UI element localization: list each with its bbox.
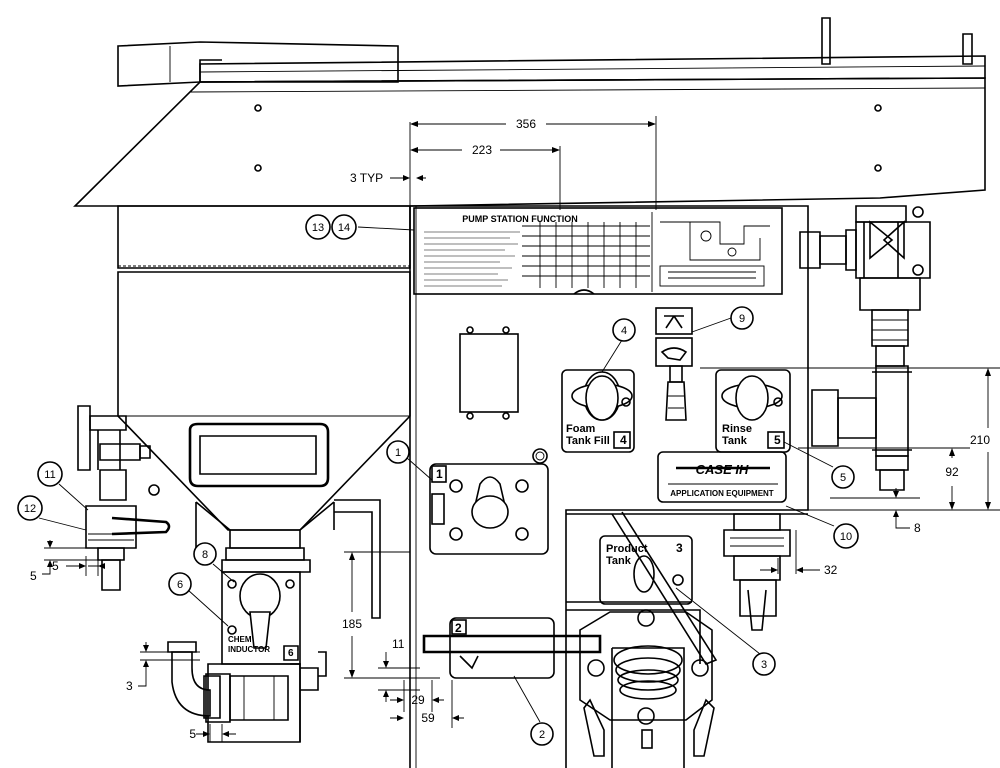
rinse-number: 5: [774, 433, 781, 447]
product-outlet: [579, 609, 715, 768]
left-valve-assembly: [77, 405, 171, 591]
callout-3: 3: [752, 652, 776, 676]
rinse-label-2: Tank: [722, 435, 748, 447]
dimension-lines: [42, 116, 1000, 742]
product-number: 3: [676, 541, 683, 555]
dim-32: 32: [824, 563, 838, 577]
dim-5-left-horiz: 5: [52, 559, 59, 573]
foam-label-1: Foam: [566, 423, 596, 435]
inductor-number: 6: [288, 648, 294, 659]
callout-4: 4: [612, 318, 636, 342]
dim-11: 11: [392, 637, 405, 651]
dim-5-bottom: 5: [189, 727, 196, 741]
dim-29: 29: [411, 693, 425, 707]
callout-9: 9: [730, 306, 754, 330]
svg-text:13: 13: [312, 222, 324, 234]
callout-14: 14: [331, 214, 357, 240]
callout-5: 5: [831, 465, 855, 489]
case-ih-decal: [657, 451, 787, 503]
pump-station-title: PUMP STATION FUNCTION: [462, 214, 578, 224]
dim-210: 210: [970, 433, 990, 447]
svg-text:12: 12: [24, 503, 36, 515]
chem-inductor: [167, 571, 327, 743]
callout-12: 12: [17, 495, 43, 521]
dim-223: 223: [472, 143, 492, 157]
dim-3-left: 3: [126, 679, 133, 693]
callout-10: 10: [833, 523, 859, 549]
foam-label-2: Tank Fill: [566, 435, 610, 447]
chemical-hopper: [117, 271, 411, 619]
callout-leaders: [38, 226, 835, 723]
svg-text:2: 2: [539, 729, 545, 741]
rinse-label-1: Rinse: [722, 423, 752, 435]
application-equipment-label: APPLICATION EQUIPMENT: [670, 489, 774, 498]
callout-11: 11: [37, 461, 63, 487]
warning-decal: [655, 307, 693, 421]
right-plumbing: [723, 205, 931, 631]
svg-text:9: 9: [739, 313, 745, 325]
pump-station-panel: [409, 205, 809, 768]
valve-1-number: 1: [436, 467, 443, 481]
inductor-label-2: INDUCTOR: [228, 645, 270, 654]
valve-1: [429, 463, 549, 555]
dim-92: 92: [945, 465, 959, 479]
callout-6: 6: [168, 572, 192, 596]
callout-1: 1: [386, 440, 410, 464]
svg-text:1: 1: [395, 447, 401, 459]
decal-labels: PUMP STATION FUNCTION Foam Tank Fill 4 R…: [228, 214, 781, 659]
case-ih-logo: CASE IH: [696, 462, 749, 477]
svg-text:8: 8: [202, 549, 208, 561]
callouts: 13 14 1 2 3 4 5 6 8 9 10 11 12: [17, 214, 859, 746]
dim-356: 356: [516, 117, 536, 131]
dim-5-left: 5: [30, 569, 37, 583]
valve-4-foam-tank-fill: [561, 369, 635, 453]
valve-2-number: 2: [455, 621, 462, 635]
svg-text:5: 5: [840, 472, 846, 484]
svg-text:4: 4: [621, 325, 627, 337]
dim-3-typ: 3 TYP: [350, 171, 383, 185]
svg-text:11: 11: [44, 469, 55, 481]
svg-text:10: 10: [840, 531, 852, 543]
valve-3-product-tank: [566, 511, 808, 665]
inductor-label-1: CHEM: [228, 635, 252, 644]
svg-text:3: 3: [761, 659, 767, 671]
valve-2: [422, 617, 602, 679]
foam-number: 4: [620, 433, 627, 447]
callout-2: 2: [530, 722, 554, 746]
dimension-labels: 356 223 3 TYP 210 92 8 32 185 11 29 59 5…: [30, 117, 990, 741]
svg-text:6: 6: [177, 579, 183, 591]
dim-185: 185: [342, 617, 362, 631]
callout-13: 13: [305, 214, 331, 240]
svg-text:14: 14: [338, 222, 350, 234]
product-label-2: Tank: [606, 555, 632, 567]
product-label-1: Product: [606, 543, 648, 555]
dim-59: 59: [421, 711, 435, 725]
callout-8: 8: [193, 542, 217, 566]
dim-8: 8: [914, 521, 921, 535]
